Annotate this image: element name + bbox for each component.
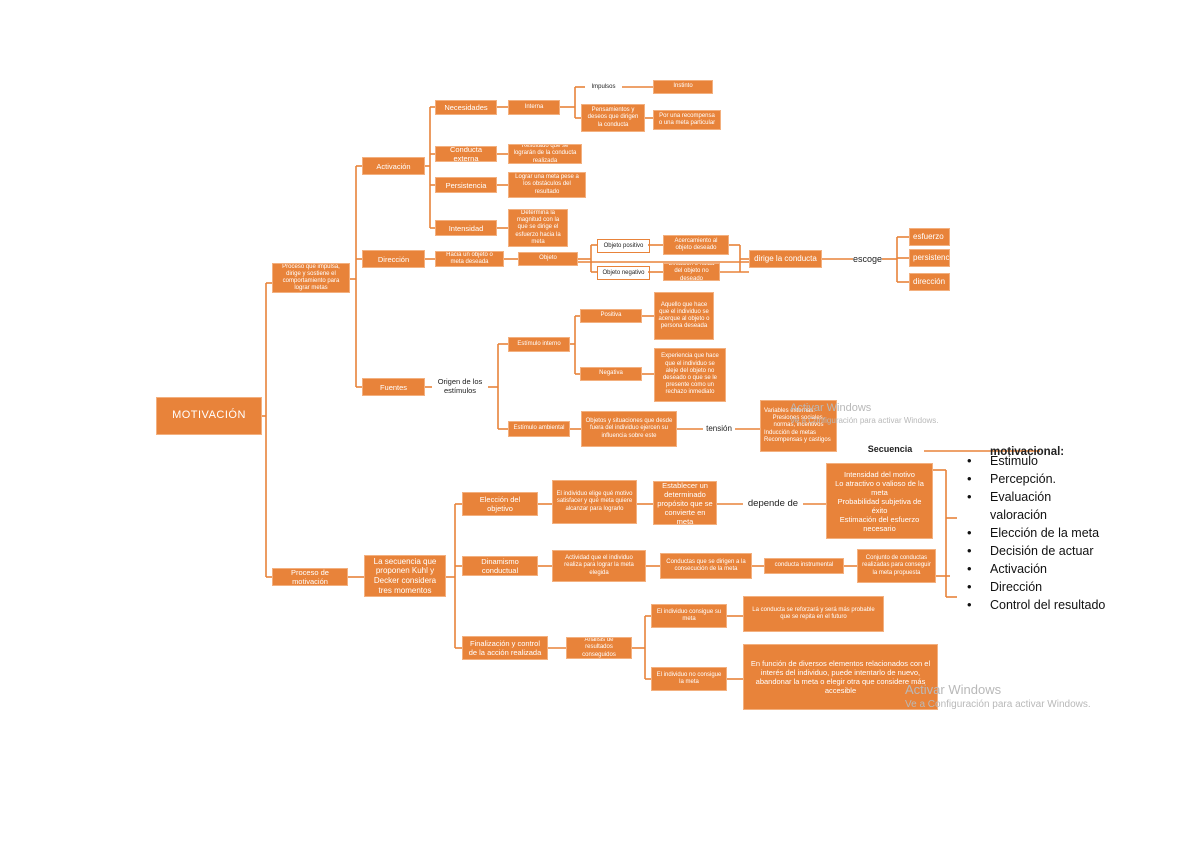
negative-desc: Experiencia que hace que el individuo se… bbox=[654, 348, 726, 402]
goal-choice-desc: El individuo elige qué motivo satisfacer… bbox=[552, 480, 637, 524]
instrumental-node: conducta instrumental bbox=[764, 558, 844, 574]
list-item: Percepción. bbox=[956, 470, 1106, 488]
root-node: MOTIVACIÓN bbox=[156, 397, 262, 435]
intensity-child: Determina la magnitud con la que se diri… bbox=[508, 209, 568, 247]
purpose-node: Establecer un determinado propósito que … bbox=[653, 481, 717, 525]
list-item: Dirección bbox=[956, 578, 1106, 596]
depends-label: depende de bbox=[747, 497, 799, 509]
final-node: Finalización y control de la acción real… bbox=[462, 636, 548, 660]
depends-desc: Intensidad del motivo Lo atractivo o val… bbox=[826, 463, 933, 539]
direction-desc: Hacia un objeto o meta deseada bbox=[435, 251, 504, 267]
persistence-child: Lograr una meta pese a los obstáculos de… bbox=[508, 172, 586, 198]
positive-object-child: Acercamiento al objeto deseado bbox=[663, 235, 729, 255]
directs-node: dirige la conducta bbox=[749, 250, 822, 268]
persistence-result-node: persistencia bbox=[909, 249, 950, 267]
list-item: Activación bbox=[956, 560, 1106, 578]
direction-result-node: dirección bbox=[909, 273, 950, 291]
dynamism-node: Dinamismo conductual bbox=[462, 556, 538, 576]
needs-node: Necesidades bbox=[435, 100, 497, 115]
root-label: MOTIVACIÓN bbox=[172, 409, 246, 422]
activation-node: Activación bbox=[362, 157, 425, 175]
environment-stimulus: Estímulo ambiental bbox=[508, 421, 570, 437]
chooses-label: escoge bbox=[852, 253, 883, 264]
effort-node: esfuerzo bbox=[909, 228, 950, 246]
internal-stimulus: Estímulo interno bbox=[508, 337, 570, 352]
thoughts-node: Pensamientos y deseos que dirigen la con… bbox=[581, 104, 645, 132]
list-item: Evaluación valoración bbox=[956, 488, 1106, 524]
tension-desc: Variables externas: Presiones sociales, … bbox=[760, 400, 837, 452]
success-desc: La conducta se reforzará y será más prob… bbox=[743, 596, 884, 632]
list-item: Decisión de actuar bbox=[956, 542, 1106, 560]
process-node: Proceso de motivación bbox=[272, 568, 348, 586]
failure-desc: En función de diversos elementos relacio… bbox=[743, 644, 938, 710]
positive-desc: Aquello que hace que el individuo se ace… bbox=[654, 292, 714, 340]
negative-node: Negativa bbox=[580, 367, 642, 381]
sequence-list: Estimulo Percepción. Evaluación valoraci… bbox=[956, 452, 1106, 614]
persistence-node: Persistencia bbox=[435, 177, 497, 193]
list-item: Elección de la meta bbox=[956, 524, 1106, 542]
definition-node: Proceso que impulsa, dirige y sostiene e… bbox=[272, 263, 350, 293]
reward-node: Por una recompensa o una meta particular bbox=[653, 110, 721, 130]
conducts-node: Conductas que se dirigen a la consecució… bbox=[660, 553, 752, 579]
analysis-node: Análisis de resultados conseguidos bbox=[566, 637, 632, 659]
failure-node: El individuo no consigue la meta bbox=[651, 667, 727, 691]
needs-child: Interna bbox=[508, 100, 560, 115]
goal-choice-node: Elección del objetivo bbox=[462, 492, 538, 516]
environment-desc: Objetos y situaciones que desde fuera de… bbox=[581, 411, 677, 447]
list-item: Control del resultado bbox=[956, 596, 1106, 614]
intensity-node: Intensidad bbox=[435, 220, 497, 236]
sequence-title: Secuencia bbox=[867, 443, 913, 454]
list-item: Estimulo bbox=[956, 452, 1106, 470]
instrumental-desc: Conjunto de conductas realizadas para co… bbox=[857, 549, 936, 583]
dynamism-desc: Actividad que el individuo realiza para … bbox=[552, 550, 646, 582]
negative-object-child: Evitación o huida del objeto no deseado bbox=[663, 263, 720, 281]
impulses-label: Impulsos bbox=[591, 83, 616, 90]
negative-object: Objeto negativo bbox=[597, 266, 650, 280]
activation-watermark-2: Activar Windows bbox=[905, 682, 1002, 697]
sequence-desc: La secuencia que proponen Kuhl y Decker … bbox=[364, 555, 446, 597]
success-node: El individuo consigue su meta bbox=[651, 604, 727, 628]
sources-node: Fuentes bbox=[362, 378, 425, 396]
activation-watermark-sub-2: Ve a Configuración para activar Windows. bbox=[905, 699, 1091, 710]
positive-object: Objeto positivo bbox=[597, 239, 650, 253]
tension-label: tensión bbox=[706, 424, 732, 434]
origin-label: Origen de los estímulos bbox=[437, 377, 483, 395]
activation-watermark-1: Activar Windows bbox=[790, 402, 872, 414]
behavior-child: Resultado que se lograrán de la conducta… bbox=[508, 144, 582, 164]
direction-node: Dirección bbox=[362, 250, 425, 268]
behavior-node: Conducta externa bbox=[435, 146, 497, 162]
positive-node: Positiva bbox=[580, 309, 642, 323]
object-node: Objeto bbox=[518, 252, 578, 266]
activation-watermark-sub-1: Ve a Configuración para activar Windows. bbox=[790, 416, 939, 425]
instinct-node: Instinto bbox=[653, 80, 713, 94]
